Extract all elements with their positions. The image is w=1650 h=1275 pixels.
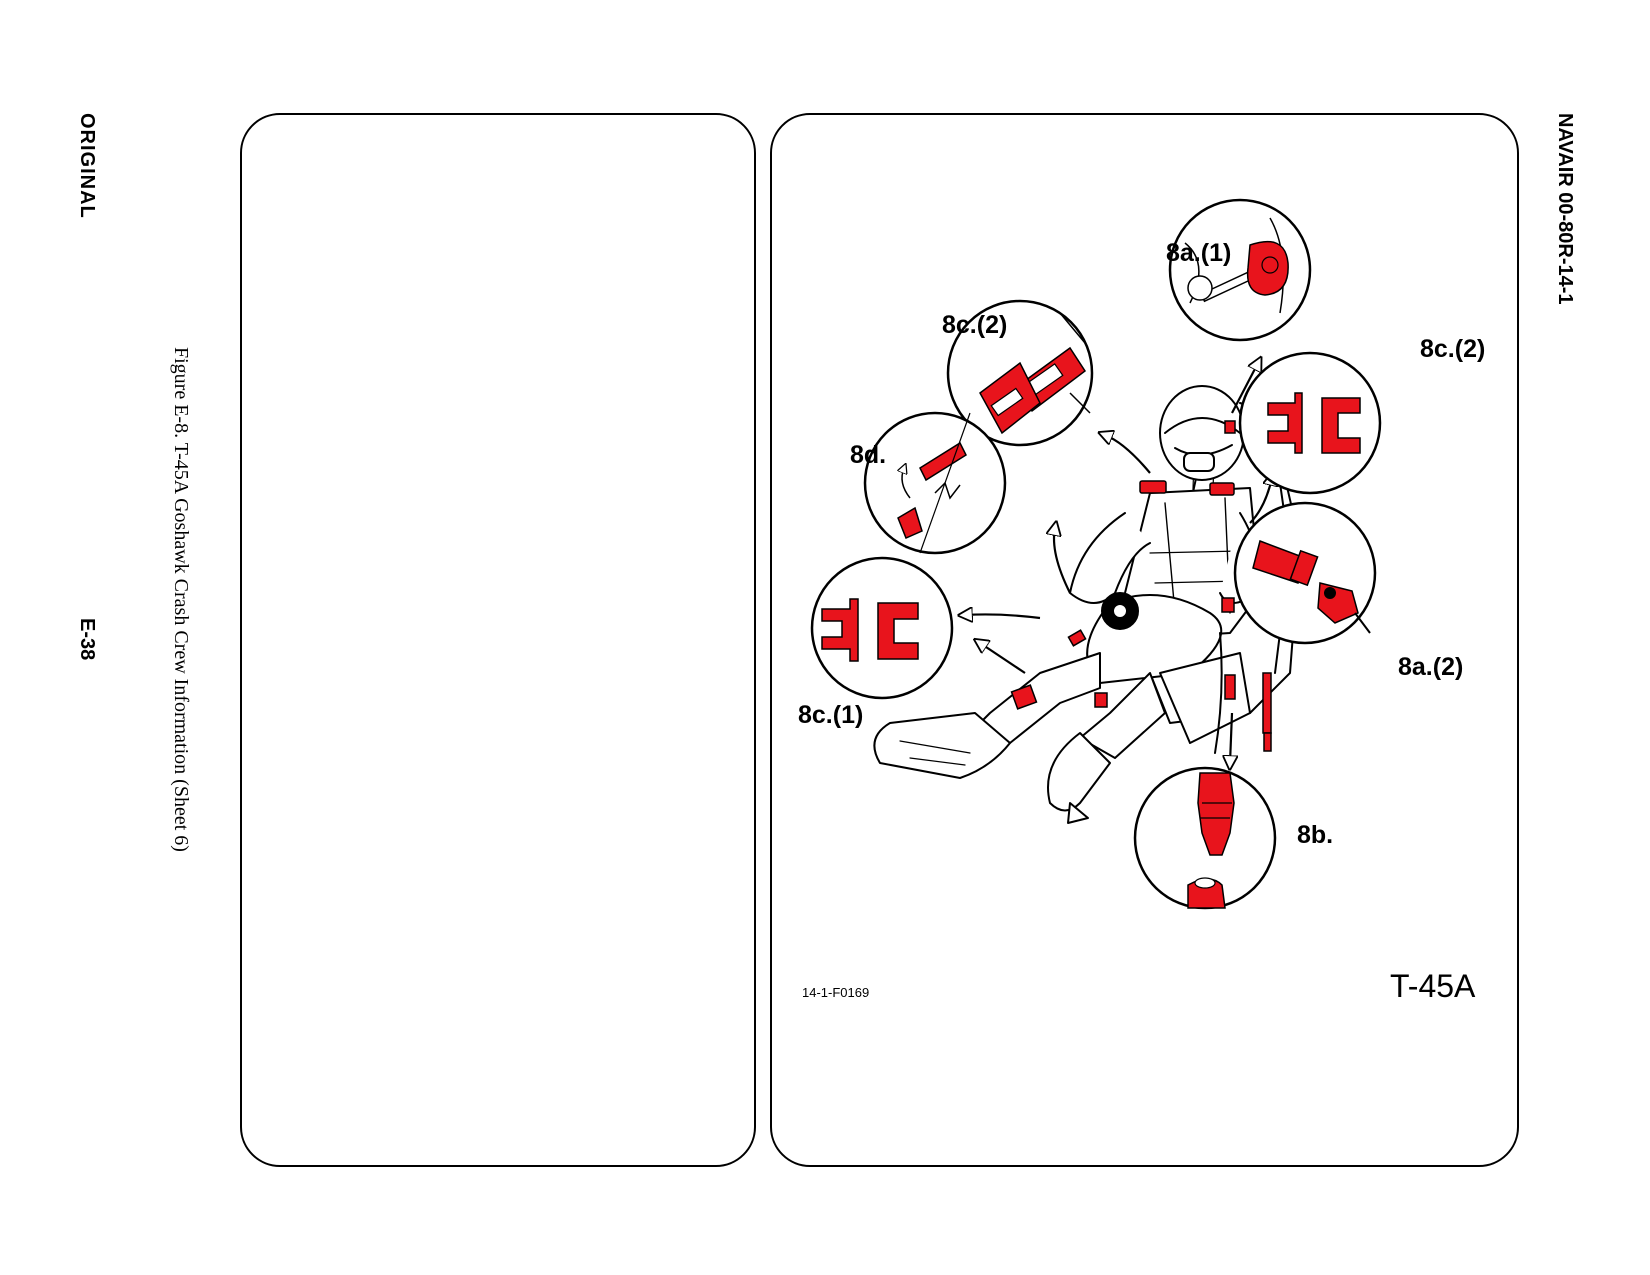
callout-8a2: 8a.(2) (1398, 653, 1463, 681)
figure-code: 14-1-F0169 (802, 985, 869, 1000)
callout-8a1: 8a.(1) (1166, 239, 1231, 267)
original-label: ORIGINAL (76, 113, 98, 219)
pilot-seat-figure (873, 385, 1301, 824)
detail-8c2-top (946, 299, 1094, 447)
figure-red-hardware (1010, 420, 1272, 752)
detail-8b (1133, 766, 1277, 910)
page-number: E-38 (76, 618, 98, 661)
document-number: NAVAIR 00-80R-14-1 (1554, 113, 1576, 305)
detail-8a2 (1233, 501, 1377, 645)
detail-8d (863, 411, 1007, 555)
crash-crew-illustration: 8a.(1) 8c.(2) 8c.(2) 8d. 8a.(2) 8c.(1) 8… (798, 198, 1485, 1004)
direction-arrows (965, 363, 1275, 763)
callout-8b: 8b. (1297, 821, 1333, 849)
callout-8c1: 8c.(1) (798, 701, 863, 729)
callout-8c2-right: 8c.(2) (1420, 335, 1485, 363)
aircraft-model: T-45A (1390, 968, 1476, 1004)
figure-caption: Figure E-8. T-45A Goshawk Crash Crew Inf… (170, 347, 192, 852)
callout-8c2-top: 8c.(2) (942, 311, 1007, 339)
callout-8d: 8d. (850, 441, 886, 469)
detail-8a1 (1168, 198, 1312, 342)
blank-panel (240, 113, 756, 1167)
detail-8c2-right (1238, 351, 1382, 495)
detail-8c1 (810, 556, 954, 700)
